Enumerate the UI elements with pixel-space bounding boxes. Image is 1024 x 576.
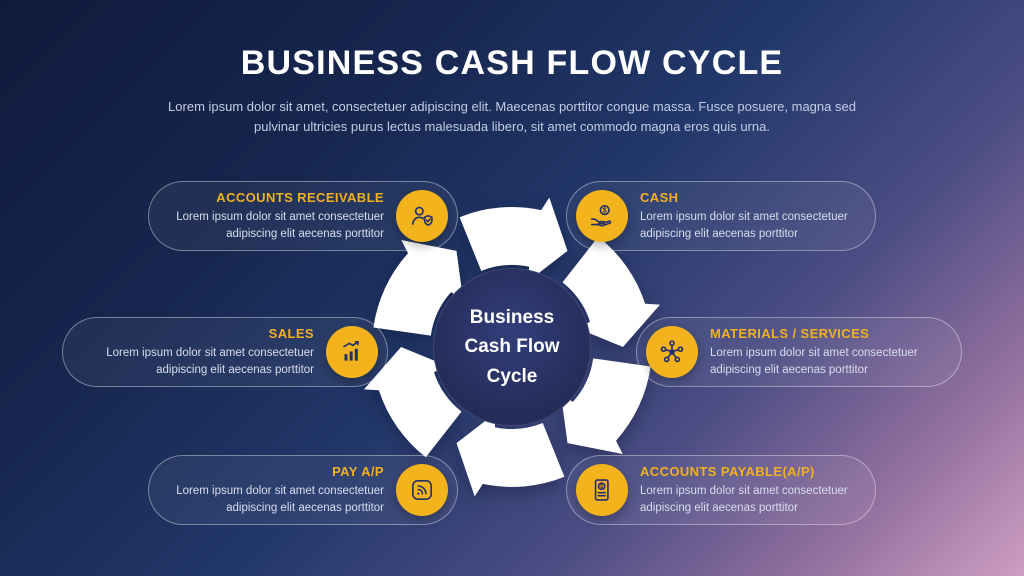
item-title: PAY A/P [332, 464, 384, 480]
item-title: MATERIALS / SERVICES [710, 326, 870, 342]
item-description: Lorem ipsum dolor sit amet consectetuer … [176, 485, 384, 514]
item-title: CASH [640, 190, 679, 206]
item-title: SALES [268, 326, 314, 342]
person-shield-icon [396, 190, 448, 242]
header: BUSINESS CASH FLOW CYCLE Lorem ipsum dol… [0, 44, 1024, 137]
molecule-icon [646, 326, 698, 378]
item-title: ACCOUNTS RECEIVABLE [216, 190, 384, 206]
center-label-line: Cash Flow [464, 336, 560, 358]
cycle-item-accounts-payable: $ ACCOUNTS PAYABLE(A/P) Lorem ipsum dolo… [566, 455, 876, 525]
item-description: Lorem ipsum dolor sit amet consectetuer … [176, 211, 384, 240]
svg-text:$: $ [603, 207, 607, 214]
invoice-icon: $ [576, 464, 628, 516]
center-label-line: Cycle [486, 365, 538, 387]
page-title: BUSINESS CASH FLOW CYCLE [240, 44, 784, 82]
cycle-item-materials-services: MATERIALS / SERVICES Lorem ipsum dolor s… [636, 317, 962, 387]
bar-chart-icon [326, 326, 378, 378]
item-description: Lorem ipsum dolor sit amet consectetuer … [106, 347, 314, 376]
item-description: Lorem ipsum dolor sit amet consectetuer … [640, 211, 848, 240]
center-label-line: Business [469, 306, 555, 328]
svg-text:$: $ [600, 484, 603, 490]
cycle-item-pay-ap: PAY A/P Lorem ipsum dolor sit amet conse… [148, 455, 458, 525]
cycle-item-cash: $ CASH Lorem ipsum dolor sit amet consec… [566, 181, 876, 251]
cycle-item-accounts-receivable: ACCOUNTS RECEIVABLE Lorem ipsum dolor si… [148, 181, 458, 251]
cycle-arrows-icon [363, 197, 661, 497]
item-title: ACCOUNTS PAYABLE(A/P) [640, 464, 815, 480]
item-description: Lorem ipsum dolor sit amet consectetuer … [640, 485, 848, 514]
item-description: Lorem ipsum dolor sit amet consectetuer … [710, 347, 918, 376]
hand-coin-icon: $ [576, 190, 628, 242]
contactless-icon [396, 464, 448, 516]
cycle-item-sales: SALES Lorem ipsum dolor sit amet consect… [62, 317, 388, 387]
page-subtitle: Lorem ipsum dolor sit amet, consectetuer… [168, 99, 856, 135]
cycle-center: Business Cash Flow Cycle [433, 268, 591, 426]
